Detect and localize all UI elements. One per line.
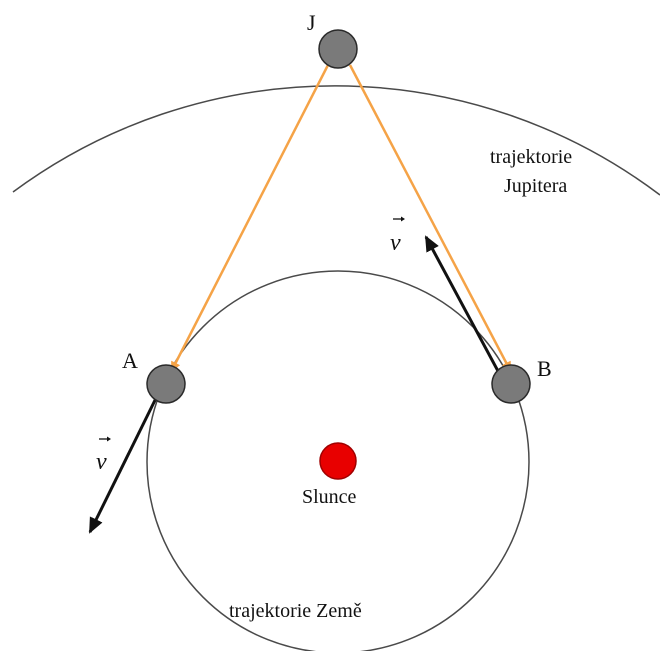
label-velocity-a: v (96, 449, 107, 475)
jupiter-orbit (12, 85, 660, 196)
label-jupiter: J (307, 10, 316, 35)
light-ray-to-a (170, 64, 330, 372)
sun (319, 442, 357, 480)
label-jupiter-orbit-line2: Jupitera (504, 175, 567, 197)
light-ray-to-b (348, 64, 512, 372)
jupiter-planet (318, 29, 358, 69)
vector-mark-b-head-icon (401, 216, 405, 222)
earth-orbit (146, 270, 530, 651)
velocity-arrow-a (88, 385, 164, 534)
label-point-a: A (122, 348, 138, 373)
label-sun: Slunce (302, 486, 357, 508)
earth-position-b (491, 364, 531, 404)
velocity-label-b-group: v (390, 216, 405, 256)
label-earth-orbit: trajektorie Země (229, 600, 362, 622)
vector-mark-a-head-icon (107, 436, 111, 442)
velocity-arrow-b (424, 235, 508, 387)
label-velocity-b: v (390, 230, 401, 256)
earth-position-a (146, 364, 186, 404)
label-point-b: B (537, 356, 552, 381)
velocity-label-a-group: v (96, 436, 111, 475)
label-jupiter-orbit-line1: trajektorie (490, 146, 572, 168)
